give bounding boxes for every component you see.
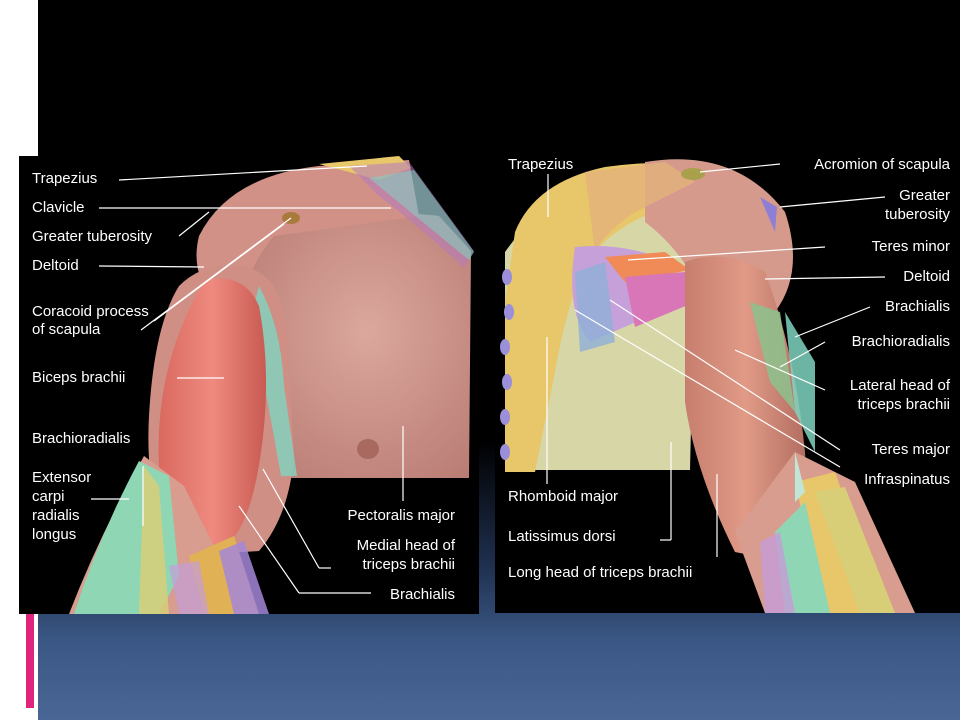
- slide-corner-decoration: [18, 50, 38, 110]
- back-label-infraspinatus: Infraspinatus: [864, 471, 950, 488]
- front-arm-illustration: [69, 156, 474, 614]
- back-label-trapezius: Trapezius: [508, 156, 574, 173]
- front-label-greater-tuberosity: Greater tuberosity: [32, 228, 153, 245]
- front-label-ecrl-line2: carpi: [32, 488, 65, 505]
- front-chest: [241, 211, 471, 479]
- back-label-teres-major: Teres major: [871, 441, 950, 458]
- back-teres-minor-muscle: [605, 252, 690, 282]
- back-view-panel: Trapezius Acromion of scapula Greater tu…: [495, 152, 960, 613]
- front-label-trapezius: Trapezius: [32, 170, 98, 187]
- back-acromion-spot: [681, 168, 705, 180]
- back-label-acromion: Acromion of scapula: [814, 156, 950, 173]
- front-label-brachioradialis: Brachioradialis: [32, 430, 131, 447]
- front-label-ecrl-line1: Extensor: [32, 469, 92, 486]
- back-arm-illustration: [500, 159, 915, 613]
- back-label-brachialis: Brachialis: [884, 298, 950, 315]
- front-label-deltoid: Deltoid: [32, 257, 79, 274]
- back-label-deltoid: Deltoid: [903, 268, 950, 285]
- front-label-ecrl-line3: radialis: [32, 507, 80, 524]
- front-clavicle-band: [349, 162, 474, 268]
- back-label-greater-tuberosity-line1: Greater: [899, 187, 950, 204]
- back-label-brachioradialis: Brachioradialis: [851, 333, 950, 350]
- slide-accent-bar: [26, 612, 34, 708]
- front-label-ecrl-line4: longus: [32, 526, 77, 543]
- back-label-teres-minor: Teres minor: [871, 238, 950, 255]
- front-label-brachialis: Brachialis: [389, 586, 455, 603]
- front-view-panel: Trapezius Clavicle Greater tuberosity De…: [19, 156, 479, 614]
- front-label-medial-triceps-line2: triceps brachii: [362, 556, 455, 573]
- front-nipple: [357, 439, 379, 459]
- front-label-biceps-brachii: Biceps brachii: [32, 369, 126, 386]
- front-label-clavicle: Clavicle: [32, 199, 85, 216]
- back-trapezius-muscle: [505, 163, 727, 472]
- back-label-long-triceps: Long head of triceps brachii: [508, 564, 693, 581]
- front-biceps-muscle: [158, 278, 267, 552]
- back-label-lateral-triceps-line2: triceps brachii: [857, 396, 950, 413]
- front-label-medial-triceps-line1: Medial head of: [356, 537, 455, 554]
- back-label-greater-tuberosity-line2: tuberosity: [884, 206, 950, 223]
- front-label-coracoid-line2: of scapula: [32, 321, 101, 338]
- back-label-lateral-triceps-line1: Lateral head of: [849, 377, 950, 394]
- back-label-rhomboid-major: Rhomboid major: [508, 488, 619, 505]
- back-label-latissimus-dorsi: Latissimus dorsi: [508, 528, 616, 545]
- front-label-pectoralis-major: Pectoralis major: [347, 507, 455, 524]
- front-label-coracoid-line1: Coracoid process: [32, 303, 149, 320]
